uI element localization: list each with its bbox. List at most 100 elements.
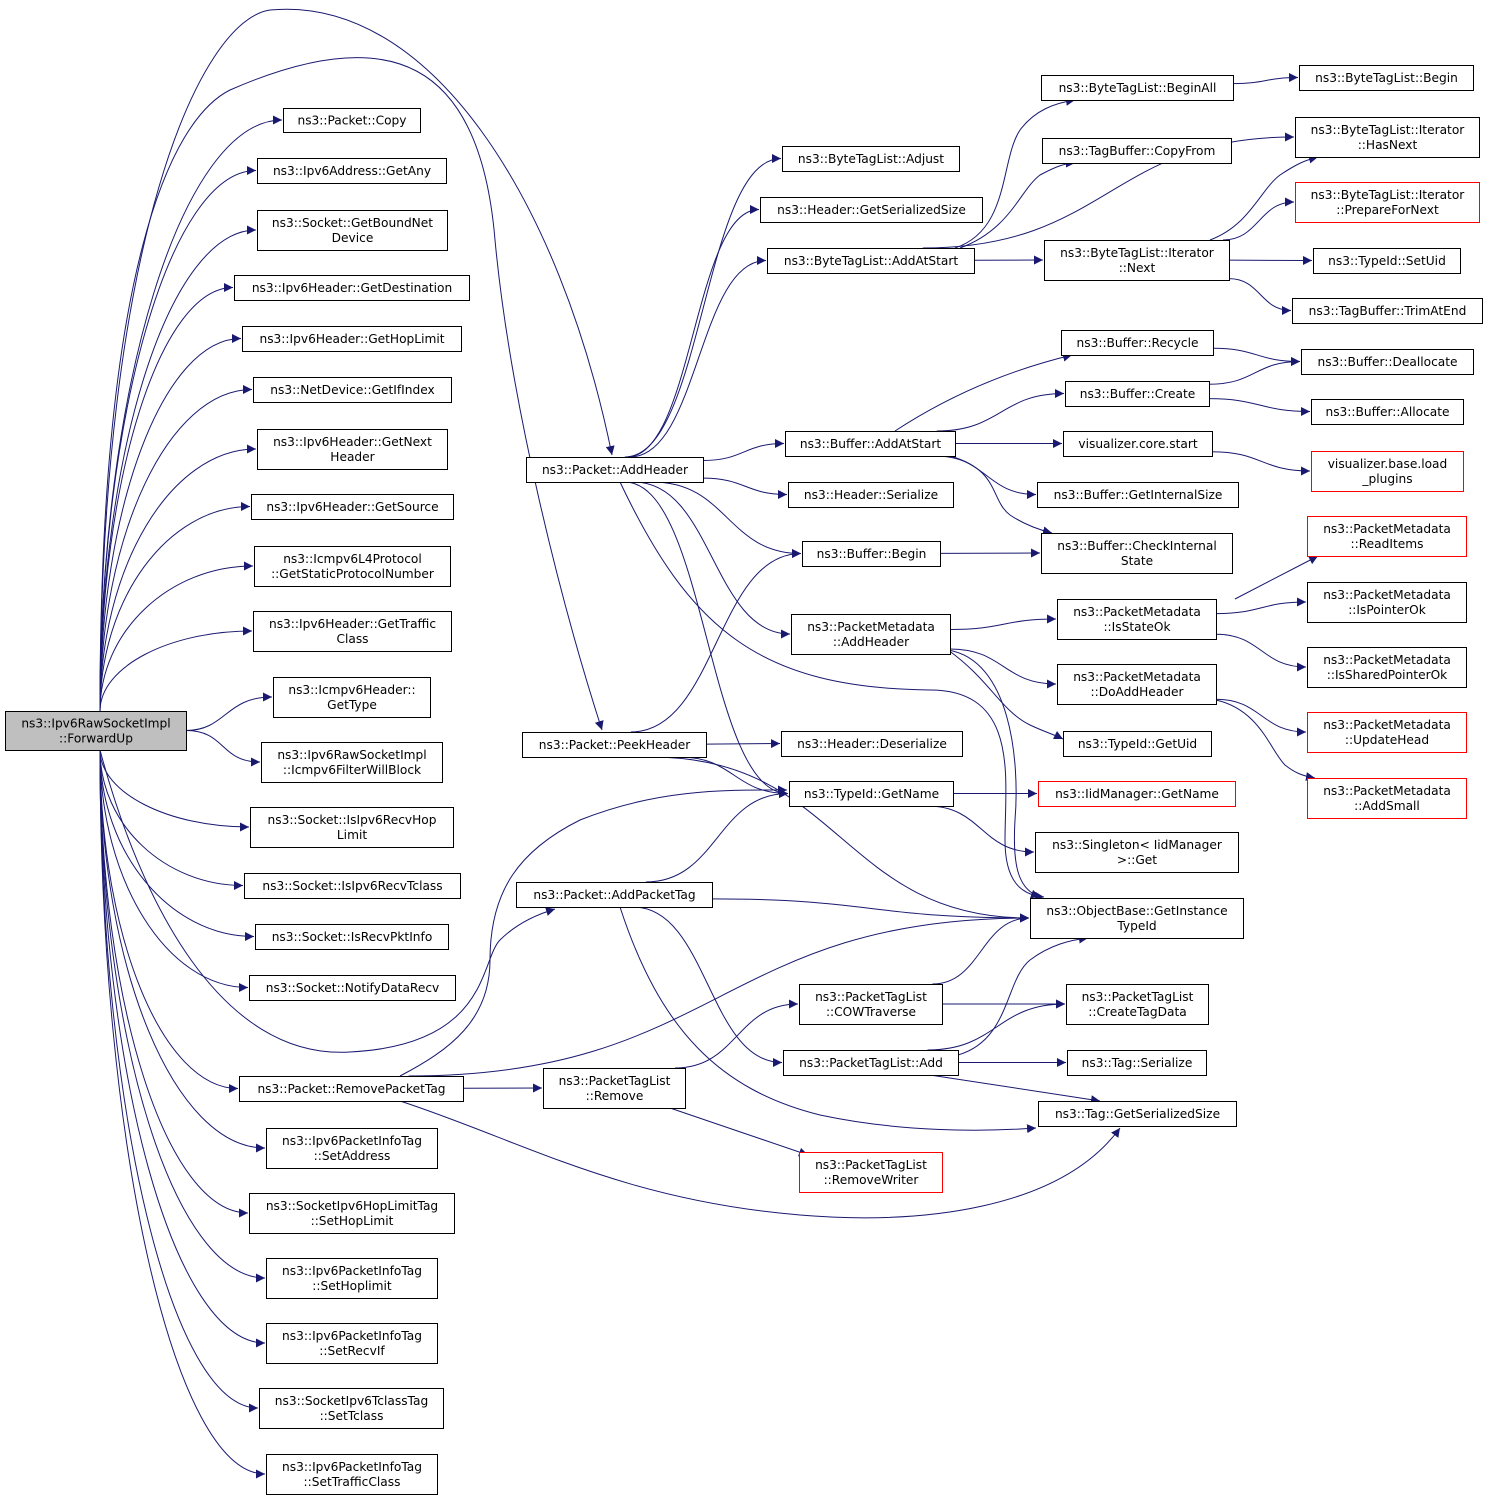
node-tag-getserializedsize[interactable]: ns3::Tag::GetSerializedSize: [1038, 1101, 1237, 1127]
node-buffer-getinternalsize[interactable]: ns3::Buffer::GetInternalSize: [1037, 482, 1239, 508]
node-label-line: ::IsPointerOk: [1348, 603, 1427, 617]
node-socketipv6tclasstag-settclass[interactable]: ns3::SocketIpv6TclassTag::SetTclass: [259, 1388, 444, 1429]
edge-pktmeta_addheader-to-pktmeta_doaddheader: [949, 648, 1057, 689]
node-pkt-addheader[interactable]: ns3::Packet::AddHeader: [526, 457, 704, 483]
node-ipv6pktinfotag-sethoplimit[interactable]: ns3::Ipv6PacketInfoTag::SetHoplimit: [266, 1258, 438, 1299]
edge-pkt_addpackettag-to-packettaglist_add: [633, 906, 783, 1067]
node-buffer-addatstart[interactable]: ns3::Buffer::AddAtStart: [785, 431, 956, 457]
node-singleton-iidmanager-get[interactable]: ns3::Singleton< IidManager>::Get: [1035, 832, 1239, 873]
node-visualizer-base-load-plugins[interactable]: visualizer.base.load_plugins: [1311, 451, 1464, 492]
node-pktmeta-addheader[interactable]: ns3::PacketMetadata::AddHeader: [791, 614, 951, 655]
node-ipv6pktinfotag-setaddress[interactable]: ns3::Ipv6PacketInfoTag::SetAddress: [266, 1128, 438, 1169]
edge-pkt_addheader-to-bytetaglist_addatstart: [629, 256, 767, 458]
node-bytetaglist-iterator-next[interactable]: ns3::ByteTagList::Iterator::Next: [1044, 240, 1230, 281]
edge-root-to-socketipv6tclasstag_settclass: [99, 749, 259, 1413]
node-ipv6hdr-getdestination[interactable]: ns3::Ipv6Header::GetDestination: [234, 275, 470, 301]
node-bytetaglist-begin[interactable]: ns3::ByteTagList::Begin: [1299, 65, 1474, 91]
node-packettaglist-createtagdata[interactable]: ns3::PacketTagList::CreateTagData: [1066, 984, 1209, 1025]
node-socket-isrecvpktinfo[interactable]: ns3::Socket::IsRecvPktInfo: [255, 924, 449, 950]
node-pktmeta-doaddheader[interactable]: ns3::PacketMetadata::DoAddHeader: [1057, 664, 1217, 705]
node-ipv6addr-getany[interactable]: ns3::Ipv6Address::GetAny: [257, 158, 447, 184]
node-bytetaglist-adjust[interactable]: ns3::ByteTagList::Adjust: [782, 146, 960, 172]
node-label-line: ns3::Header::Deserialize: [797, 737, 947, 751]
node-label-line: ns3::Socket::NotifyDataRecv: [266, 981, 440, 995]
node-label-line: ::ForwardUp: [59, 732, 133, 746]
node-header-deserialize[interactable]: ns3::Header::Deserialize: [781, 731, 963, 757]
node-socketipv6hoplimittag-sethoplimit[interactable]: ns3::SocketIpv6HopLimitTag::SetHopLimit: [249, 1193, 455, 1234]
node-ipv6raw-icmpv6filterwillblock[interactable]: ns3::Ipv6RawSocketImpl::Icmpv6FilterWill…: [261, 742, 443, 783]
edge-pktmeta_isstateok-to-pktmeta_readitems: [1234, 555, 1319, 600]
node-tagbuffer-trimatend[interactable]: ns3::TagBuffer::TrimAtEnd: [1292, 298, 1483, 324]
node-pkt-addpackettag[interactable]: ns3::Packet::AddPacketTag: [516, 882, 713, 908]
node-typeid-getname[interactable]: ns3::TypeId::GetName: [789, 781, 954, 807]
node-packettaglist-removewriter[interactable]: ns3::PacketTagList::RemoveWriter: [799, 1152, 943, 1193]
edge-root-to-socket_isipv6recvhoplimit: [99, 749, 250, 832]
node-packettaglist-remove[interactable]: ns3::PacketTagList::Remove: [543, 1068, 686, 1109]
node-socket-notifydatarecv[interactable]: ns3::Socket::NotifyDataRecv: [249, 975, 456, 1001]
node-header-getserializedsize[interactable]: ns3::Header::GetSerializedSize: [760, 197, 983, 223]
node-icmpv6l4-getstaticprotocolnumber[interactable]: ns3::Icmpv6L4Protocol::GetStaticProtocol…: [254, 546, 451, 587]
node-ipv6hdr-gethoplimit[interactable]: ns3::Ipv6Header::GetHopLimit: [242, 326, 462, 352]
node-packettaglist-cowtraverse[interactable]: ns3::PacketTagList::COWTraverse: [799, 984, 943, 1025]
node-box: [781, 731, 963, 757]
node-pktmeta-isstateok[interactable]: ns3::PacketMetadata::IsStateOk: [1057, 599, 1217, 640]
node-typeid-getuid[interactable]: ns3::TypeId::GetUid: [1063, 731, 1212, 757]
node-pkt-peekheader[interactable]: ns3::Packet::PeekHeader: [522, 732, 707, 758]
edge-pkt_addheader-to-header_serialize: [702, 477, 788, 499]
node-buffer-begin[interactable]: ns3::Buffer::Begin: [802, 541, 941, 567]
node-packettaglist-add[interactable]: ns3::PacketTagList::Add: [783, 1050, 959, 1076]
node-label-line: ns3::Buffer::Allocate: [1325, 405, 1449, 419]
node-buffer-recycle[interactable]: ns3::Buffer::Recycle: [1061, 330, 1214, 356]
node-pktmeta-readitems[interactable]: ns3::PacketMetadata::ReadItems: [1307, 516, 1467, 557]
node-bytetaglist-iterator-preparefornext[interactable]: ns3::ByteTagList::Iterator::PrepareForNe…: [1295, 182, 1480, 223]
node-bytetaglist-beginall[interactable]: ns3::ByteTagList::BeginAll: [1041, 75, 1234, 101]
node-ipv6pktinfotag-settrafficclass[interactable]: ns3::Ipv6PacketInfoTag::SetTrafficClass: [266, 1454, 438, 1495]
node-box: [1063, 731, 1212, 757]
node-socket-isipv6recvtclass[interactable]: ns3::Socket::IsIpv6RecvTclass: [244, 873, 461, 899]
function-nodes: ns3::Ipv6RawSocketImpl::ForwardUpns3::Pa…: [5, 65, 1483, 1495]
node-pktmeta-issharedpointerok[interactable]: ns3::PacketMetadata::IsSharedPointerOk: [1307, 647, 1467, 688]
node-pktmeta-ispointerok[interactable]: ns3::PacketMetadata::IsPointerOk: [1307, 582, 1467, 623]
node-tagbuffer-copyfrom[interactable]: ns3::TagBuffer::CopyFrom: [1042, 138, 1232, 164]
node-bytetaglist-iterator-hasnext[interactable]: ns3::ByteTagList::Iterator::HasNext: [1295, 117, 1480, 158]
node-ipv6hdr-getsource[interactable]: ns3::Ipv6Header::GetSource: [251, 494, 454, 520]
node-buffer-deallocate[interactable]: ns3::Buffer::Deallocate: [1301, 349, 1474, 375]
edge-pktmeta_isstateok-to-pktmeta_ispointerok: [1215, 597, 1307, 615]
node-icmpv6hdr-gettype[interactable]: ns3::Icmpv6Header::GetType: [273, 677, 431, 718]
edge-pktmeta_isstateok-to-pktmeta_issharedpointerok: [1215, 633, 1307, 672]
node-pktmeta-addsmall[interactable]: ns3::PacketMetadata::AddSmall: [1307, 778, 1467, 819]
node-iidmanager-getname[interactable]: ns3::IidManager::GetName: [1038, 781, 1236, 807]
node-box: [1057, 599, 1217, 640]
node-label-line: ns3::PacketMetadata: [1323, 588, 1451, 602]
node-label-line: ns3::Packet::RemovePacketTag: [257, 1082, 445, 1096]
node-buffer-create[interactable]: ns3::Buffer::Create: [1065, 381, 1210, 407]
node-visualizer-core-start[interactable]: visualizer.core.start: [1063, 431, 1213, 457]
node-label-line: ::SetRecvIf: [319, 1344, 385, 1358]
node-pkt-copy[interactable]: ns3::Packet::Copy: [283, 108, 421, 133]
node-label-line: ns3::Ipv6Header::GetTraffic: [269, 617, 436, 631]
node-tag-serialize[interactable]: ns3::Tag::Serialize: [1067, 1050, 1207, 1076]
node-box: [1063, 431, 1213, 457]
node-pktmeta-updatehead[interactable]: ns3::PacketMetadata::UpdateHead: [1307, 712, 1467, 753]
node-box: [234, 275, 470, 301]
node-bytetaglist-addatstart[interactable]: ns3::ByteTagList::AddAtStart: [767, 248, 975, 274]
node-box: [767, 248, 975, 274]
node-header-serialize[interactable]: ns3::Header::Serialize: [788, 482, 954, 508]
node-label-line: ns3::Packet::AddPacketTag: [533, 888, 695, 902]
edge-root-to-ipv6hdr_getsource: [99, 502, 251, 712]
node-pkt-removepackettag[interactable]: ns3::Packet::RemovePacketTag: [239, 1076, 464, 1102]
node-label-line: ::AddHeader: [833, 635, 910, 649]
node-typeid-setuid[interactable]: ns3::TypeId::SetUid: [1313, 248, 1461, 274]
node-label-line: ns3::NetDevice::GetIfIndex: [270, 383, 434, 397]
node-ipv6pktinfotag-setrecvif[interactable]: ns3::Ipv6PacketInfoTag::SetRecvIf: [266, 1323, 438, 1364]
node-buffer-allocate[interactable]: ns3::Buffer::Allocate: [1311, 399, 1464, 425]
edge-root-to-pkt_peekheader: [99, 57, 604, 731]
node-root[interactable]: ns3::Ipv6RawSocketImpl::ForwardUp: [5, 711, 187, 751]
node-netdevice-getifindex[interactable]: ns3::NetDevice::GetIfIndex: [253, 377, 452, 403]
